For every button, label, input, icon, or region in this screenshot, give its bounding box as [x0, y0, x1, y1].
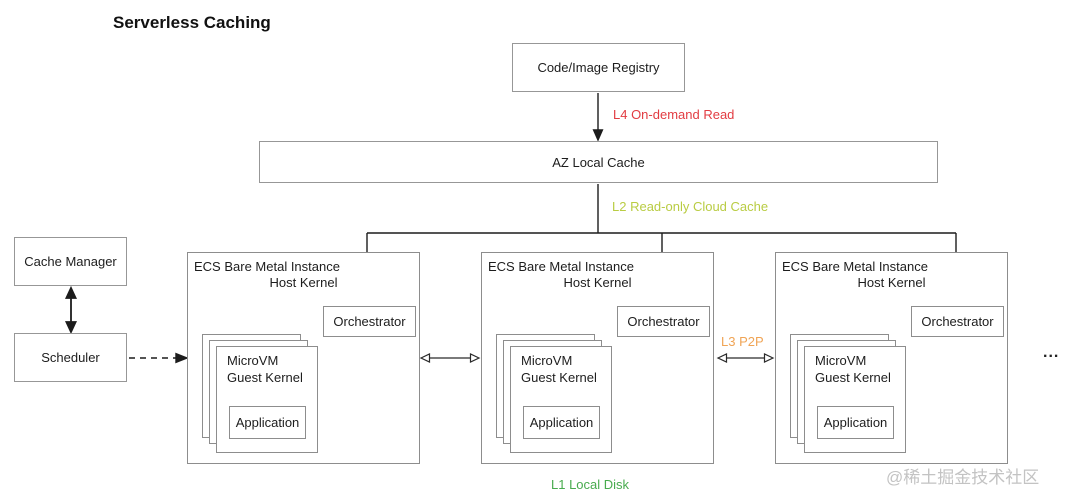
scheduler-label: Scheduler [41, 350, 100, 365]
edge-label-l3-p2p: L3 P2P [721, 334, 764, 349]
cache-manager-label: Cache Manager [24, 254, 117, 269]
microvm-node: MicroVM Guest Kernel Application [510, 346, 612, 453]
edge-label-l4-on-demand-read: L4 On-demand Read [613, 107, 735, 122]
ecs-instance-2: ECS Bare Metal Instance Host Kernel Orch… [481, 252, 714, 464]
application-label: Application [529, 415, 594, 430]
cache-manager-scheduler-arrow [64, 285, 78, 335]
ecs-title-line1: ECS Bare Metal Instance [782, 259, 928, 274]
p2p-arrow-2 [716, 353, 775, 363]
ecs-instance-1: ECS Bare Metal Instance Host Kernel Orch… [187, 252, 420, 464]
l4-arrow [592, 93, 604, 142]
scheduler-node: Scheduler [14, 333, 127, 382]
microvm-label-line2: Guest Kernel [521, 370, 597, 386]
ecs-title-line2: Host Kernel [563, 275, 632, 290]
application-label: Application [823, 415, 888, 430]
code-image-registry-label: Code/Image Registry [537, 60, 660, 75]
orchestrator-label: Orchestrator [333, 314, 406, 329]
scheduler-ecs-arrow [129, 352, 189, 364]
orchestrator-node: Orchestrator [617, 306, 710, 337]
ecs-title-line1: ECS Bare Metal Instance [194, 259, 340, 274]
application-label: Application [235, 415, 300, 430]
application-node: Application [229, 406, 306, 439]
microvm-label-line1: MicroVM [815, 353, 867, 368]
az-local-cache-label: AZ Local Cache [552, 154, 645, 170]
microvm-node: MicroVM Guest Kernel Application [804, 346, 906, 453]
ecs-instance-3: ECS Bare Metal Instance Host Kernel Orch… [775, 252, 1008, 464]
edge-label-l1-local-disk: L1 Local Disk [551, 477, 630, 492]
microvm-node: MicroVM Guest Kernel Application [216, 346, 318, 453]
edge-label-l2-read-only-cloud-cache: L2 Read-only Cloud Cache [612, 199, 769, 214]
more-instances-ellipsis: ... [1043, 344, 1060, 361]
orchestrator-node: Orchestrator [911, 306, 1004, 337]
p2p-arrow-1 [419, 353, 481, 363]
orchestrator-label: Orchestrator [921, 314, 994, 329]
orchestrator-node: Orchestrator [323, 306, 416, 337]
cache-manager-node: Cache Manager [14, 237, 127, 286]
microvm-label-line1: MicroVM [521, 353, 573, 368]
orchestrator-label: Orchestrator [627, 314, 700, 329]
watermark-text: @稀土掘金技术社区 [886, 468, 1040, 487]
application-node: Application [817, 406, 894, 439]
code-image-registry-node: Code/Image Registry [512, 43, 685, 92]
application-node: Application [523, 406, 600, 439]
microvm-label-line2: Guest Kernel [227, 370, 303, 386]
az-local-cache-node: AZ Local Cache [259, 141, 938, 183]
ecs-title-line2: Host Kernel [857, 275, 926, 290]
ecs-title-line1: ECS Bare Metal Instance [488, 259, 634, 274]
ecs-title-line2: Host Kernel [269, 275, 338, 290]
microvm-label-line2: Guest Kernel [815, 370, 891, 386]
microvm-label-line1: MicroVM [227, 353, 279, 368]
diagram-title: Serverless Caching [113, 13, 271, 32]
